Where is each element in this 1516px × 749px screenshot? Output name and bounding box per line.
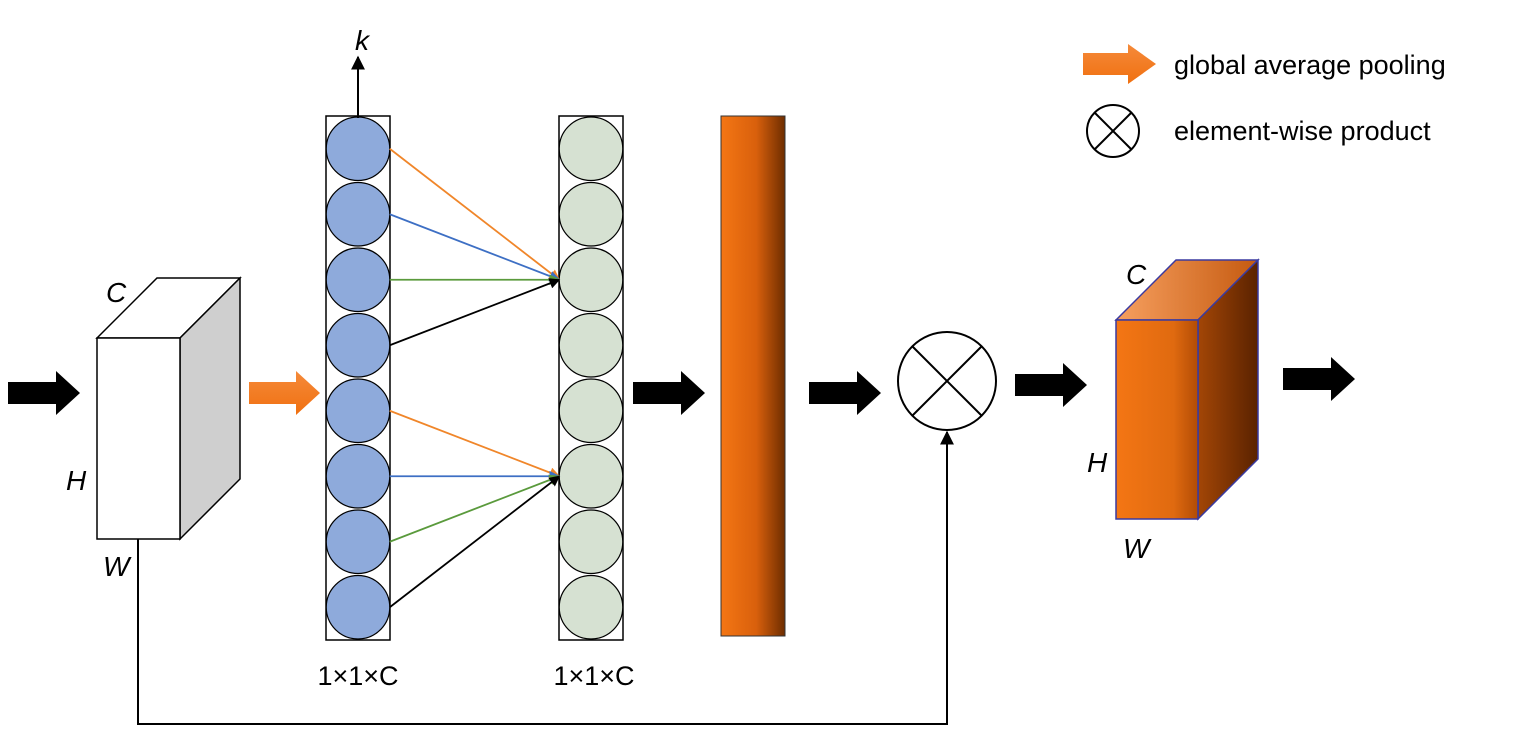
input-h-label: H <box>66 465 87 496</box>
connection-line <box>389 278 561 347</box>
vector1-node <box>325 509 391 575</box>
vector2-node <box>558 116 624 182</box>
legend-product-icon <box>1086 104 1140 158</box>
vector2-nodes <box>558 116 624 640</box>
final-output-arrow-icon <box>1283 357 1355 401</box>
vector1-node <box>325 443 391 509</box>
input-arrow-icon <box>8 371 80 415</box>
output-c-label: C <box>1126 259 1147 290</box>
conv1d-connections <box>389 148 561 608</box>
connection-line <box>389 148 561 281</box>
skip-connection-line <box>137 430 954 725</box>
vector1-nodes <box>325 116 391 640</box>
vector1-node <box>325 574 391 640</box>
input-feature-block <box>95 276 242 541</box>
connection-line <box>389 409 561 478</box>
element-wise-product-icon <box>897 331 997 431</box>
vector2-frame <box>558 115 624 641</box>
vector2-node <box>558 312 624 378</box>
input-w-label: W <box>103 551 132 582</box>
arrow-to-product-icon <box>809 371 881 415</box>
channel-weights-bar <box>720 115 786 637</box>
vector2-node <box>558 181 624 247</box>
vector1-node <box>325 312 391 378</box>
vector1-node <box>325 247 391 313</box>
vector1-node <box>325 378 391 444</box>
arrow-to-weights-icon <box>633 371 705 415</box>
arrow-to-output-icon <box>1015 363 1087 407</box>
legend: global average pooling element-wise prod… <box>1083 44 1446 158</box>
legend-product-label: element-wise product <box>1174 116 1431 146</box>
connection-line <box>389 475 561 608</box>
output-w-label: W <box>1123 533 1152 564</box>
gap-arrow-icon <box>249 371 320 415</box>
connection-line <box>389 474 561 543</box>
output-h-label: H <box>1087 447 1108 478</box>
vector2-node <box>558 378 624 444</box>
vector2-label: 1×1×C <box>553 661 634 691</box>
output-feature-block <box>1114 258 1260 521</box>
vector1-node <box>325 181 391 247</box>
vector2-node <box>558 443 624 509</box>
vector2-node <box>558 509 624 575</box>
vector2-node <box>558 574 624 640</box>
vector1-label: 1×1×C <box>317 661 398 691</box>
vector2-node <box>558 247 624 313</box>
legend-gap-arrow-icon <box>1083 44 1156 84</box>
vector1-node <box>325 116 391 182</box>
legend-gap-label: global average pooling <box>1174 50 1446 80</box>
connection-line <box>389 213 561 282</box>
input-c-label: C <box>106 277 127 308</box>
kernel-label: k <box>355 25 371 56</box>
